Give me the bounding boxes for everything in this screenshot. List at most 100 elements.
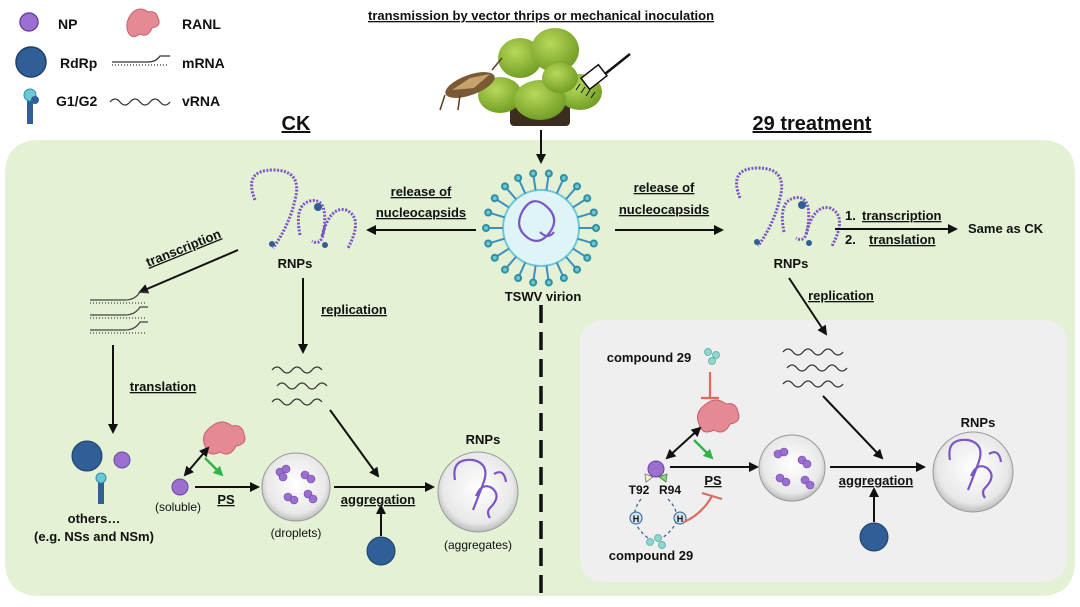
legend-g1g2: G1/G2 <box>56 93 97 109</box>
left-aggregates: (aggregates) <box>444 538 512 552</box>
left-soluble: (soluble) <box>155 500 201 514</box>
virion-spike <box>518 262 527 276</box>
left-others-line1: others… <box>68 511 121 526</box>
virion-spike <box>572 199 586 209</box>
right-step1-label: transcription <box>862 208 942 223</box>
droplet-right-np-cluster <box>773 447 815 490</box>
mrna-legend-icon <box>112 55 170 66</box>
svg-text:H: H <box>677 514 684 524</box>
virion-spike-head <box>583 194 592 203</box>
ranl-legend-icon <box>126 8 160 38</box>
right-release-line1: release of <box>634 180 695 195</box>
plant-image <box>478 28 602 126</box>
virion-spike-head <box>500 265 509 274</box>
virion-spike <box>532 265 537 280</box>
arrow-vrna-to-aggregation-left <box>329 409 380 478</box>
right-step2-label: translation <box>869 232 936 247</box>
virion-spike-head <box>589 208 598 217</box>
vrna-legend-icon <box>109 98 171 106</box>
t92-marker <box>644 473 654 483</box>
legend-mrna: mRNA <box>182 55 225 71</box>
rnp-right-rdrp <box>798 201 806 209</box>
left-others-line2: (e.g. NSs and NSm) <box>34 529 154 544</box>
left-translation: translation <box>130 379 197 394</box>
np-protein-left <box>113 451 131 469</box>
droplet-left <box>261 452 331 522</box>
virion-spike-head <box>592 224 600 232</box>
virion-spike-head <box>573 265 582 274</box>
np-right <box>647 460 665 478</box>
virion-spike-head <box>583 253 592 262</box>
right-ps: PS <box>704 473 722 488</box>
virion-spike <box>577 237 592 244</box>
green-arrow-left <box>204 457 224 477</box>
g1g2-protein-left <box>95 472 107 504</box>
rnp-right <box>735 166 841 247</box>
rdrp-legend-icon <box>15 46 47 78</box>
arrow-np-ranl-right <box>665 426 702 460</box>
virion-spike <box>518 180 527 194</box>
left-title: CK <box>282 113 311 135</box>
droplet-right <box>758 434 826 502</box>
virion-spike-head <box>484 208 493 217</box>
tswv-virion <box>482 169 600 287</box>
virion-spike <box>496 199 510 209</box>
virion-spike-head <box>559 173 568 182</box>
virion-spike <box>506 188 517 200</box>
virion-spike <box>565 256 576 268</box>
compound29-top-label: compound 29 <box>607 350 692 365</box>
inhibition-ps-bar <box>701 491 723 501</box>
virion-spike <box>555 180 564 194</box>
left-rnps-label: RNPs <box>278 256 313 271</box>
virion-spike-head <box>490 253 499 262</box>
virion-spike <box>532 176 537 191</box>
mrna-stack <box>90 291 148 334</box>
legend-np: NP <box>58 16 77 32</box>
virion-spike-head <box>490 194 499 203</box>
virion-spike-head <box>573 182 582 191</box>
r94-marker <box>658 473 668 483</box>
right-replication: replication <box>808 288 874 303</box>
compound29-bottom-label: compound 29 <box>609 548 694 563</box>
droplet-left-np-cluster <box>275 464 318 505</box>
inhibition-ps <box>683 495 713 524</box>
vrna-stack-right <box>782 348 848 388</box>
right-title: 29 treatment <box>753 113 872 135</box>
rdrp-bottom-right <box>859 522 889 552</box>
virion-spike-head <box>514 173 523 182</box>
virion-spike <box>506 256 517 268</box>
top-caption: transmission by vector thrips or mechani… <box>368 8 714 23</box>
virion-spike <box>577 212 592 219</box>
virion-spike <box>545 176 550 191</box>
h-bond-right: H <box>673 511 687 525</box>
green-arrow-right <box>693 439 714 460</box>
legend-rdrp: RdRp <box>60 55 97 71</box>
thrips-icon <box>439 57 503 111</box>
h-bond-left: H <box>629 511 643 525</box>
vrna-stack-left <box>271 366 328 406</box>
ranl-protein-left <box>203 421 246 455</box>
right-step2: 2. <box>845 232 856 247</box>
left-rnps-right: RNPs <box>466 432 501 447</box>
aggregate-left-rnp <box>453 458 508 519</box>
g1g2-legend-icon <box>23 88 39 124</box>
arrow-vrna-to-aggregation-right <box>822 395 884 460</box>
virion-spike <box>555 262 564 276</box>
virion-spike-head <box>529 169 538 178</box>
left-release-line1: release of <box>391 184 452 199</box>
inhibition-bar-top <box>701 372 719 400</box>
virion-spike-head <box>529 278 538 287</box>
virion-spike <box>572 247 586 257</box>
svg-text:H: H <box>633 514 640 524</box>
virion-spike-head <box>559 274 568 283</box>
virion-spike-head <box>500 182 509 191</box>
np-soluble-left <box>171 478 189 496</box>
ranl-protein-right <box>697 399 740 433</box>
virion-spike-head <box>544 169 553 178</box>
right-aggregation: aggregation <box>839 473 913 488</box>
aggregate-right-rnp <box>948 438 1003 499</box>
arrow-transcription <box>138 249 239 294</box>
virion-spike <box>565 188 576 200</box>
